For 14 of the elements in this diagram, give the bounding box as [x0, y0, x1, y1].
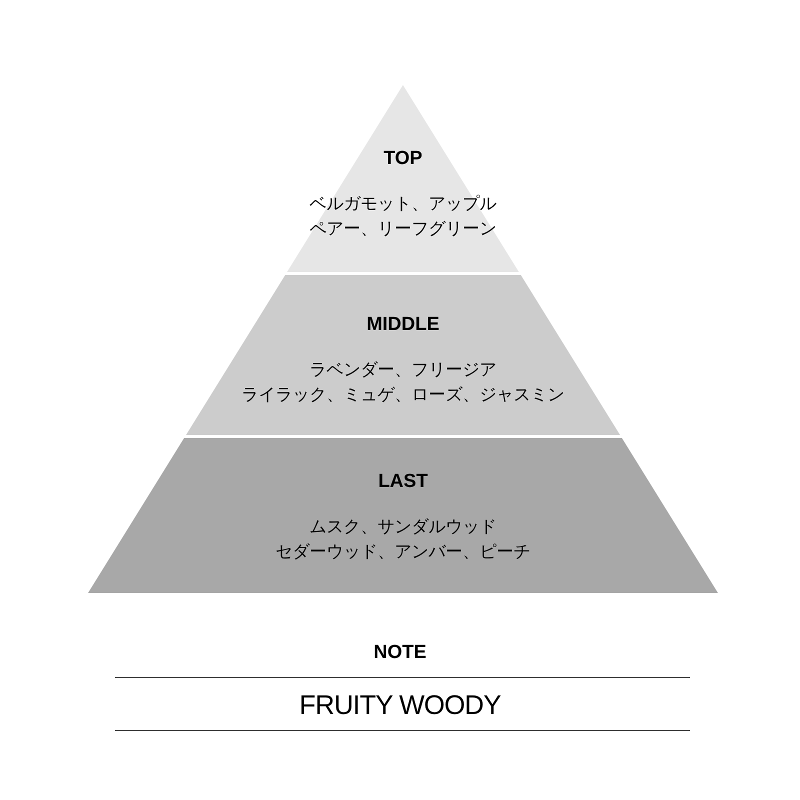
ingredient-list: ペアー、リーフグリーン [309, 216, 496, 241]
ingredient-list: ライラック、ミュゲ、ローズ、ジャスミン [241, 382, 564, 407]
ingredient-list: セダーウッド、アンバー、ピーチ [276, 539, 530, 564]
pyramid-tier [88, 438, 718, 593]
tier-heading: TOP [384, 149, 422, 169]
pyramid-tier [186, 275, 620, 435]
ingredient-list: ベルガモット、アップル [309, 191, 496, 216]
tier-heading: LAST [378, 472, 428, 492]
tier-heading: MIDDLE [366, 315, 440, 335]
pyramid-tier [287, 85, 519, 272]
note-value: FRUITY WOODY [298, 689, 502, 722]
ingredient-list: ラベンダー、フリージア [309, 357, 496, 382]
note-heading: NOTE [372, 642, 428, 664]
ingredient-list: ムスク、サンダルウッド [310, 514, 496, 539]
